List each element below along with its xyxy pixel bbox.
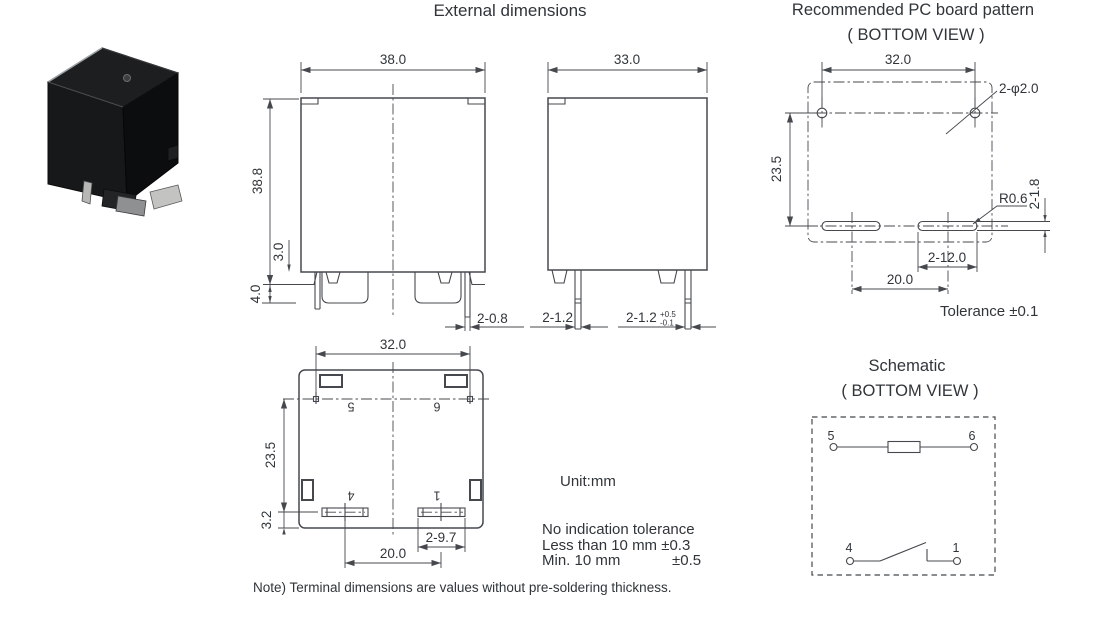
pcb-slot-width-dim: 2-1.8 [1027,179,1042,210]
bottom-blade-dim: 2-9.7 [426,530,457,545]
mounting-hole [816,107,828,119]
external-dimensions-title: External dimensions [433,1,586,20]
notes-block: Unit:mm No indication tolerance Less tha… [253,473,701,595]
mounting-hole [969,107,981,119]
bottom-view-drawing: 32.0 5 6 4 1 23.5 3.2 2-9.7 20.0 [259,337,490,568]
front-pin-dim: 2-0.8 [477,311,508,326]
pin-label-1: 1 [433,489,440,503]
unit-note: Unit:mm [560,473,616,490]
schematic-pin-5 [829,442,838,452]
side-pin-dim: 2-1.2 [542,310,573,325]
schematic-title: Schematic [868,357,945,375]
pcb-pattern-drawing: 32.0 2-φ2.0 23.5 R0.6 2-1.8 2-12.0 20.0 … [769,52,1050,320]
pin-label-5: 5 [347,400,354,414]
pcb-pattern-subtitle: ( BOTTOM VIEW ) [847,26,984,44]
tolerance-title: No indication tolerance [542,521,695,538]
pcb-height-dim: 23.5 [769,156,784,182]
front-standoff-dim: 3.0 [271,243,286,262]
schematic-pin-1 [952,556,962,566]
schematic-pin-label-1: 1 [953,541,960,555]
pcb-tolerance-note: Tolerance ±0.1 [940,303,1038,320]
standoff-foot [657,269,678,284]
coil-pin-mark [466,395,474,403]
coil-pin-mark [312,395,320,403]
side-pin-dim-tol: 2-1.2 [626,310,657,325]
tolerance-line2-label: Min. 10 mm [542,552,620,569]
front-width-dim: 38.0 [380,52,406,67]
front-view-drawing: 38.0 38.8 3.0 4.0 2-0.8 [248,52,524,331]
pcb-holes-dim: 2-φ2.0 [999,81,1039,96]
pcb-board-outline [807,81,993,243]
tolerance-subscript: -0.1 [660,319,674,328]
terminal-pin [574,270,582,330]
schematic-subtitle: ( BOTTOM VIEW ) [841,382,978,400]
bottom-height-dim: 23.5 [263,442,278,468]
tolerance-line1: Less than 10 mm ±0.3 [542,537,690,554]
coil-pin [464,272,471,318]
highlight-edge [47,47,103,83]
bottom-edge-offset-dim: 3.2 [259,511,274,530]
schematic-pin-label-5: 5 [828,429,835,443]
pin-label-6: 6 [433,400,440,414]
coil-symbol [887,440,921,454]
bottom-width-dim: 32.0 [380,337,406,352]
tolerance-line2-value: ±0.5 [672,552,701,569]
blade-terminal [414,272,462,304]
switch-symbol [853,541,954,562]
relay-pin [81,180,93,205]
side-width-dim: 33.0 [614,52,640,67]
pcb-width-dim: 32.0 [885,52,911,67]
tolerance-superscript: +0.5 [660,310,676,319]
side-view-body [547,97,708,271]
standoff-foot [468,271,485,286]
side-view-drawing: 33.0 2-1.2 2-1.2 +0.5 -0.1 [530,52,716,331]
vent-dot [123,74,131,82]
schematic-pin-4 [845,556,855,566]
pin-label-4: 4 [347,489,354,503]
relay-product-photo [46,47,183,217]
schematic-pin-label-6: 6 [969,429,976,443]
pcb-slot-radius-dim: R0.6 [999,191,1028,206]
pcb-pattern-title: Recommended PC board pattern [792,1,1034,19]
side-vent-slot [301,479,314,501]
standoff-foot [551,269,568,284]
schematic-pin-label-4: 4 [846,541,853,555]
front-height-dim: 38.8 [250,168,265,194]
terminal-pin [684,270,692,330]
case-vent-slot [444,374,468,388]
pcb-pitch-dim: 20.0 [887,272,913,287]
schematic-pin-6 [969,442,979,452]
footnote: Note) Terminal dimensions are values wit… [253,580,671,595]
case-vent-slot [319,374,343,388]
schematic-drawing: 5 6 4 1 [811,416,996,576]
pcb-slot-length-dim: 2-12.0 [928,250,966,265]
standoff-foot [303,271,318,286]
front-terminal-length-dim: 4.0 [248,285,263,304]
blade-terminal [321,272,369,304]
side-vent-slot [469,479,482,501]
schematic-outline [811,416,996,576]
bottom-pitch-dim: 20.0 [380,546,406,561]
bottom-view-body [298,369,484,529]
relay-blade [115,195,147,217]
coil-pin [314,272,321,310]
relay-blade [149,184,183,210]
